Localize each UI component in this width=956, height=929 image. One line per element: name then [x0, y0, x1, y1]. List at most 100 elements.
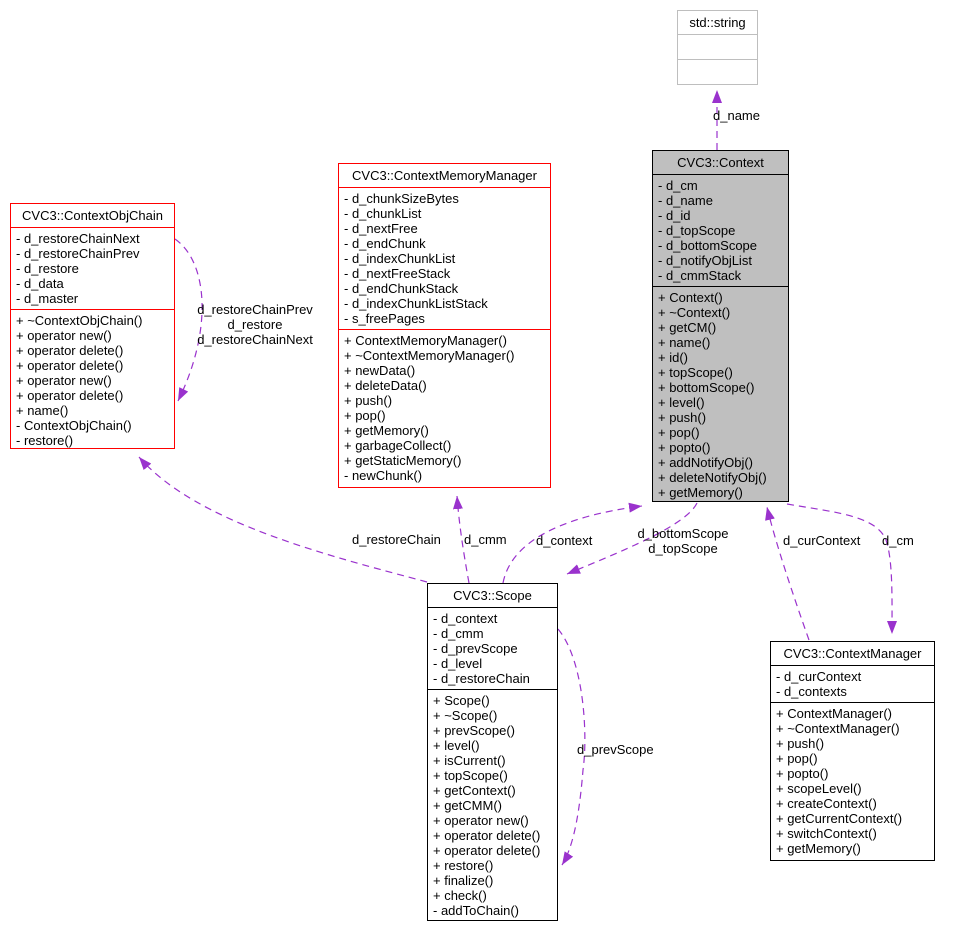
attribute-row: - d_endChunkStack — [344, 281, 459, 296]
class-node-context-manager[interactable]: CVC3::ContextManager- d_curContext- d_co… — [770, 641, 935, 861]
method-row: - newChunk() — [344, 468, 423, 483]
method-row: + getMemory() — [658, 485, 743, 500]
attribute-row: - d_restoreChainPrev — [16, 246, 140, 261]
method-row: + name() — [16, 403, 69, 418]
method-row: + getCM() — [658, 320, 717, 335]
method-row: + getContext() — [433, 783, 516, 798]
method-row: + push() — [776, 736, 825, 751]
method-row: - addToChain() — [433, 903, 519, 918]
edge-d-cm — [786, 503, 898, 635]
edge-label-line: d_curContext — [783, 533, 861, 548]
edge-label-line: d_name — [713, 108, 760, 123]
attribute-row: - d_curContext — [776, 669, 862, 684]
edge-label-line: d_context — [536, 533, 593, 548]
attribute-row: - d_bottomScope — [658, 238, 758, 253]
class-node-std-string[interactable]: std::string — [677, 10, 758, 85]
class-node-scope[interactable]: CVC3::Scope- d_context- d_cmm- d_prevSco… — [427, 583, 558, 921]
method-row: + check() — [433, 888, 487, 903]
method-row: + push() — [658, 410, 707, 425]
method-row: + getMemory() — [776, 841, 861, 856]
method-row: + id() — [658, 350, 688, 365]
method-row: + switchContext() — [776, 826, 877, 841]
class-node-context-memory-manager[interactable]: CVC3::ContextMemoryManager- d_chunkSizeB… — [338, 163, 551, 488]
class-methods-section: + Context()+ ~Context()+ getCM()+ name()… — [653, 286, 788, 503]
method-row: + operator delete() — [16, 388, 124, 403]
method-row: + ~Scope() — [433, 708, 498, 723]
attribute-row: - d_restore — [16, 261, 79, 276]
attribute-row: - d_data — [16, 276, 64, 291]
attribute-row: - d_context — [433, 611, 498, 626]
method-row: + bottomScope() — [658, 380, 755, 395]
edge-label-d-restoreChain: d_restoreChain — [352, 532, 444, 547]
method-row: + level() — [433, 738, 480, 753]
edge-label-d-cmm: d_cmm — [464, 532, 507, 547]
method-row: + operator new() — [16, 373, 112, 388]
attribute-row: - d_nextFreeStack — [344, 266, 451, 281]
method-row: + topScope() — [433, 768, 508, 783]
method-row: + pop() — [658, 425, 700, 440]
attribute-row: - d_chunkSizeBytes — [344, 191, 459, 206]
attribute-row: - d_indexChunkListStack — [344, 296, 488, 311]
attribute-row: - d_level — [433, 656, 483, 671]
method-row: - restore() — [16, 433, 74, 448]
edge-label-d-name: d_name — [713, 108, 765, 123]
edge-label-line: d_restoreChainNext — [197, 332, 313, 347]
edge-label-d-context: d_context — [536, 533, 598, 548]
edge-label-d-cm: d_cm — [882, 533, 920, 548]
class-methods-section: + ~ContextObjChain()+ operator new()+ op… — [11, 309, 174, 451]
attribute-row: - d_prevScope — [433, 641, 518, 656]
edge-label-line: d_restoreChainPrev — [197, 302, 313, 317]
method-row: + popto() — [776, 766, 829, 781]
method-row: + isCurrent() — [433, 753, 506, 768]
attribute-row: - d_name — [658, 193, 713, 208]
method-row: + getStaticMemory() — [344, 453, 462, 468]
attribute-row: - d_chunkList — [344, 206, 422, 221]
method-row: + operator delete() — [433, 828, 541, 843]
attribute-row: - d_cm — [658, 178, 698, 193]
method-row: + scopeLevel() — [776, 781, 862, 796]
class-title: CVC3::ContextMemoryManager — [352, 168, 537, 183]
class-node-context[interactable]: CVC3::Context- d_cm- d_name- d_id- d_top… — [652, 150, 789, 502]
attribute-row: - d_cmmStack — [658, 268, 742, 283]
method-row: + prevScope() — [433, 723, 516, 738]
edge-label-d-curContext: d_curContext — [783, 533, 865, 548]
class-attributes-section: - d_curContext- d_contexts — [771, 665, 934, 702]
method-row: + garbageCollect() — [344, 438, 452, 453]
class-title: CVC3::ContextObjChain — [22, 208, 163, 223]
method-row: + getCMM() — [433, 798, 502, 813]
method-row: + getCurrentContext() — [776, 811, 903, 826]
class-attributes-section: - d_chunkSizeBytes- d_chunkList - d_nextF… — [339, 187, 550, 329]
method-row: + ContextMemoryManager() — [344, 333, 507, 348]
attribute-row: - d_indexChunkList — [344, 251, 456, 266]
method-row: + getMemory() — [344, 423, 429, 438]
attribute-row: - d_topScope — [658, 223, 736, 238]
edge-d-curContext — [765, 506, 810, 641]
attribute-row: - d_restoreChain — [433, 671, 530, 686]
method-row: + addNotifyObj() — [658, 455, 754, 470]
method-row: + level() — [658, 395, 705, 410]
method-row: + deleteData() — [344, 378, 427, 393]
empty-compartment — [678, 59, 757, 84]
edge-label-line: d_prevScope — [577, 742, 654, 757]
edge-label-d-prevScope: d_prevScope — [577, 742, 657, 757]
class-node-context-obj-chain[interactable]: CVC3::ContextObjChain- d_restoreChainNex… — [10, 203, 175, 449]
attribute-row: - d_endChunk — [344, 236, 426, 251]
method-row: + Scope() — [433, 693, 490, 708]
method-row: - ContextObjChain() — [16, 418, 132, 433]
attribute-row: - d_notifyObjList — [658, 253, 752, 268]
class-title: CVC3::Scope — [453, 588, 532, 603]
class-methods-section: + ContextManager()+ ~ContextManager()+ p… — [771, 702, 934, 859]
method-row: + operator delete() — [16, 343, 124, 358]
class-attributes-section: - d_restoreChainNext- d_restoreChainPrev… — [11, 227, 174, 309]
class-title: CVC3::Context — [677, 155, 764, 170]
edge-label-line: d_cmm — [464, 532, 507, 547]
method-row: + Context() — [658, 290, 723, 305]
method-row: + restore() — [433, 858, 494, 873]
class-methods-section: + Scope()+ ~Scope()+ prevScope()+ level(… — [428, 689, 557, 921]
attribute-row: - d_contexts — [776, 684, 847, 699]
method-row: + deleteNotifyObj() — [658, 470, 767, 485]
attribute-row: - d_restoreChainNext — [16, 231, 140, 246]
method-row: + finalize() — [433, 873, 494, 888]
method-row: + ~ContextMemoryManager() — [344, 348, 515, 363]
